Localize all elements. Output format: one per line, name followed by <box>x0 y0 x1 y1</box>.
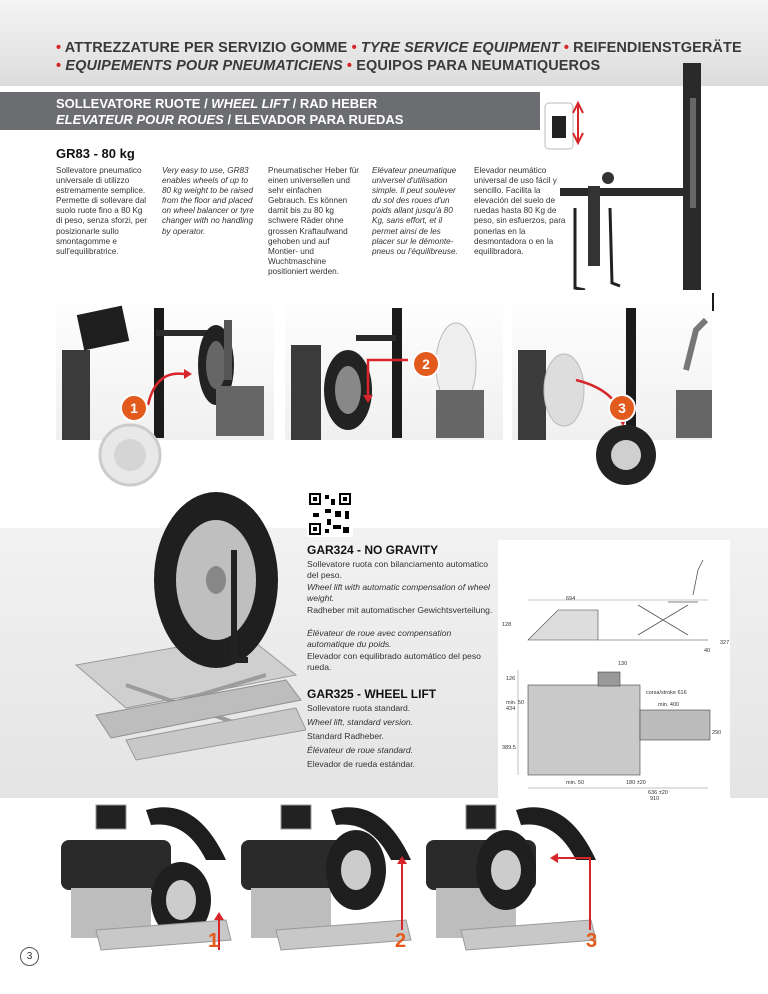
qr-code <box>307 491 353 537</box>
header-de: REIFENDIENSTGERÄTE <box>573 40 742 56</box>
dim-290: 290 <box>712 730 722 736</box>
gr83-text-fr: Elévateur pneumatique universel d'utilis… <box>372 166 458 256</box>
gar325-es: Elevador de rueda estándar. <box>307 759 415 769</box>
page-number: 3 <box>20 947 39 966</box>
gr83-text-en: Very easy to use, GR83 enables wheels of… <box>162 166 254 236</box>
gr83-title: GR83 - 80 kg <box>56 146 135 161</box>
dim-128: 128 <box>502 622 512 628</box>
header-it: ATTREZZATURE PER SERVIZIO GOMME <box>64 40 348 56</box>
gar324-es: Elevador con equilibrado automático del … <box>307 651 481 672</box>
step-badge-2: 2 <box>412 350 440 378</box>
gr83-text-it: Sollevatore pneumatico universale di uti… <box>56 166 148 256</box>
bottom-step-1: 1 <box>208 930 220 952</box>
gar324-de: Radheber mit automatischer Gewichtsverte… <box>307 605 493 615</box>
band-title-1: SOLLEVATORE RUOTE / WHEEL LIFT / RAD HEB… <box>56 96 378 111</box>
dim-910: 910 <box>650 796 660 802</box>
gr83-lift-image <box>544 63 714 311</box>
dim-130: 130 <box>618 661 628 667</box>
gar324-title: GAR324 - NO GRAVITY <box>307 543 439 557</box>
section-band: SOLLEVATORE RUOTE / WHEEL LIFT / RAD HEB… <box>0 92 540 130</box>
header-line-1: • ATTREZZATURE PER SERVIZIO GOMME • TYRE… <box>56 40 742 56</box>
header-fr: EQUIPEMENTS POUR PNEUMATICIENS <box>65 58 343 74</box>
gar325-title: GAR325 - WHEEL LIFT <box>307 687 437 701</box>
dim-327: 327 <box>720 640 730 646</box>
gar-lift-image <box>74 492 306 761</box>
gar324-it: Sollevatore ruota con bilanciamento auto… <box>307 559 489 580</box>
header-en: TYRE SERVICE EQUIPMENT <box>360 40 560 56</box>
gr83-text-es: Elevador neumático universal de uso fáci… <box>474 166 566 256</box>
band-title-2: ELEVATEUR POUR ROUES / ELEVADOR PARA RUE… <box>56 112 404 127</box>
gar325-fr: Élévateur de roue standard. <box>307 745 414 755</box>
dim-min50-a: min. 50 <box>506 700 525 706</box>
gr83-steps-illustration <box>62 305 712 487</box>
dim-434: 434 <box>506 706 516 712</box>
header-es: EQUIPOS PARA NEUMATIQUEROS <box>356 58 601 74</box>
dim-636: 636 ±20 <box>648 790 668 796</box>
step-badge-3: 3 <box>608 394 636 422</box>
bottom-step-3: 3 <box>586 930 598 952</box>
dim-min50-b: min. 50 <box>566 780 585 786</box>
gar324-en: Wheel lift with automatic compensation o… <box>307 582 490 603</box>
page-header: • ATTREZZATURE PER SERVIZIO GOMME • TYRE… <box>0 0 768 86</box>
dim-126: 126 <box>506 676 516 682</box>
dim-40: 40 <box>704 648 711 654</box>
balancer-steps-illustration <box>61 804 597 951</box>
gar325-it: Sollevatore ruota standard. <box>307 703 411 713</box>
dim-694: 694 <box>566 596 576 602</box>
gr83-text-de: Pneumatischer Heber für einen universell… <box>268 166 360 276</box>
dim-389-5: 389.5 <box>502 745 516 751</box>
dim-min400: min. 400 <box>658 702 680 708</box>
bottom-step-2: 2 <box>395 930 407 952</box>
gar324-fr: Élévateur de roue avec compensation auto… <box>307 628 452 649</box>
dim-stroke: corsa/stroke 616 <box>646 690 687 696</box>
technical-drawing: 694 128 40 327 130 126 434 min. 50 corsa… <box>498 540 730 802</box>
gar325-en: Wheel lift, standard version. <box>307 717 414 727</box>
dim-180: 180 ±20 <box>626 780 646 786</box>
step-badge-1: 1 <box>120 394 148 422</box>
header-line-2: • EQUIPEMENTS POUR PNEUMATICIENS • EQUIP… <box>56 58 601 74</box>
gar325-de: Standard Radheber. <box>307 731 384 741</box>
